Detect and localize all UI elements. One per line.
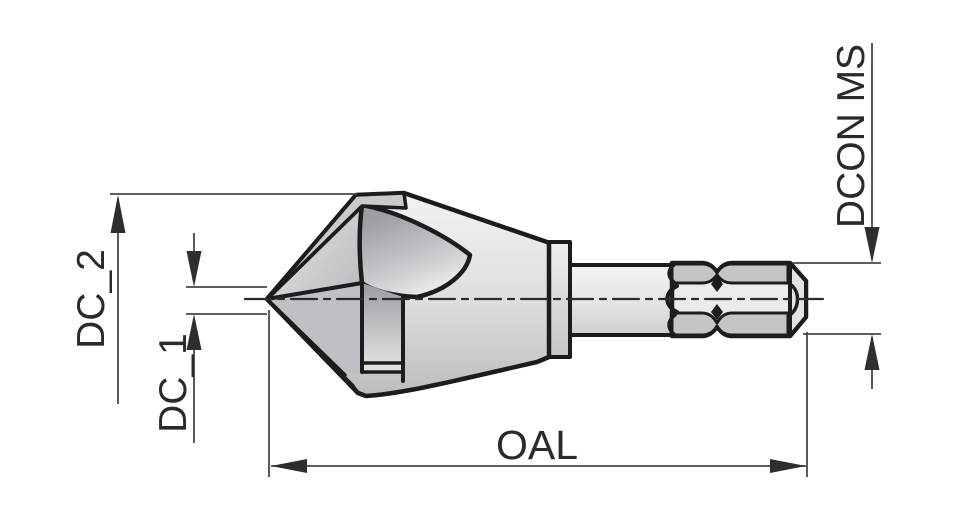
flute-pocket [362,283,403,363]
oal-arrow-left [271,459,307,473]
tool-drawing [243,190,832,399]
hex-left-arc-top [667,262,677,285]
dc2-arrow-up [110,195,126,233]
dcon-arrow-up [864,334,880,370]
hex-groove-diamond-bottom [711,304,723,320]
hex-groove-diamond-top [711,276,723,292]
flute-lower-wedge [267,283,362,375]
label-dc2: DC_2 [70,249,113,349]
top-margin-band [265,191,408,301]
dcon-arrow-down [864,227,880,263]
dimensions [110,43,881,477]
tool-head [264,190,552,399]
dim-oal [268,310,808,477]
tip-flute-line-inner [265,297,347,377]
dim-dc1 [186,233,267,443]
hex-bottom-flat [670,311,790,337]
cross-hole-face [357,202,473,300]
dimension-labels: DC_2 DC_1 OAL DCON MS [70,44,873,468]
dc1-arrow-up [186,314,202,350]
label-dc1: DC_1 [152,333,195,433]
flute-step-band [362,363,403,372]
dim-dc2 [110,193,357,404]
dc1-arrow-down [186,251,202,287]
dim-dcon-ms [793,43,881,389]
label-dcon-ms: DCON MS [830,44,873,228]
oal-arrow-right [770,459,806,473]
hex-top-flat [670,262,790,285]
label-oal: OAL [496,422,578,468]
hex-left-arc-bottom [667,313,677,337]
